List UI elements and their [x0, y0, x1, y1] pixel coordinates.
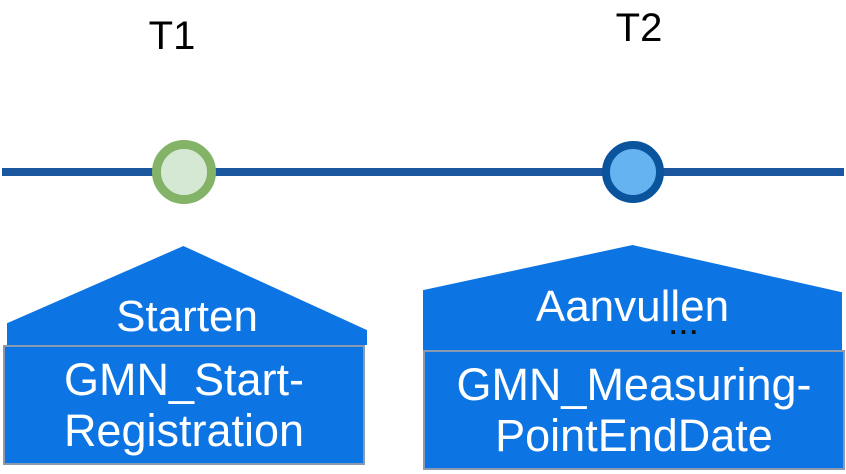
code-box-t1: GMN_Start- Registration — [3, 345, 365, 465]
code-box-t1-line2: Registration — [63, 405, 305, 456]
ellipsis-text: ... — [669, 310, 701, 340]
timepoint-label-t1: T1 — [148, 14, 196, 58]
code-box-t2-line1: GMN_Measuring- — [456, 359, 812, 410]
timeline-marker-t2-circle — [602, 141, 664, 203]
code-box-t2-line2: PointEndDate — [495, 410, 773, 461]
action-label-t1: Starten — [116, 292, 258, 341]
timeline-axis — [2, 168, 844, 176]
code-box-t1-line1: GMN_Start- — [63, 354, 305, 405]
action-label-t2: Aanvullen — [535, 282, 730, 331]
code-box-t2: GMN_Measuring- PointEndDate — [423, 350, 845, 470]
timepoint-label-t2: T2 — [615, 6, 663, 50]
timeline-marker-t1-circle — [152, 140, 216, 204]
